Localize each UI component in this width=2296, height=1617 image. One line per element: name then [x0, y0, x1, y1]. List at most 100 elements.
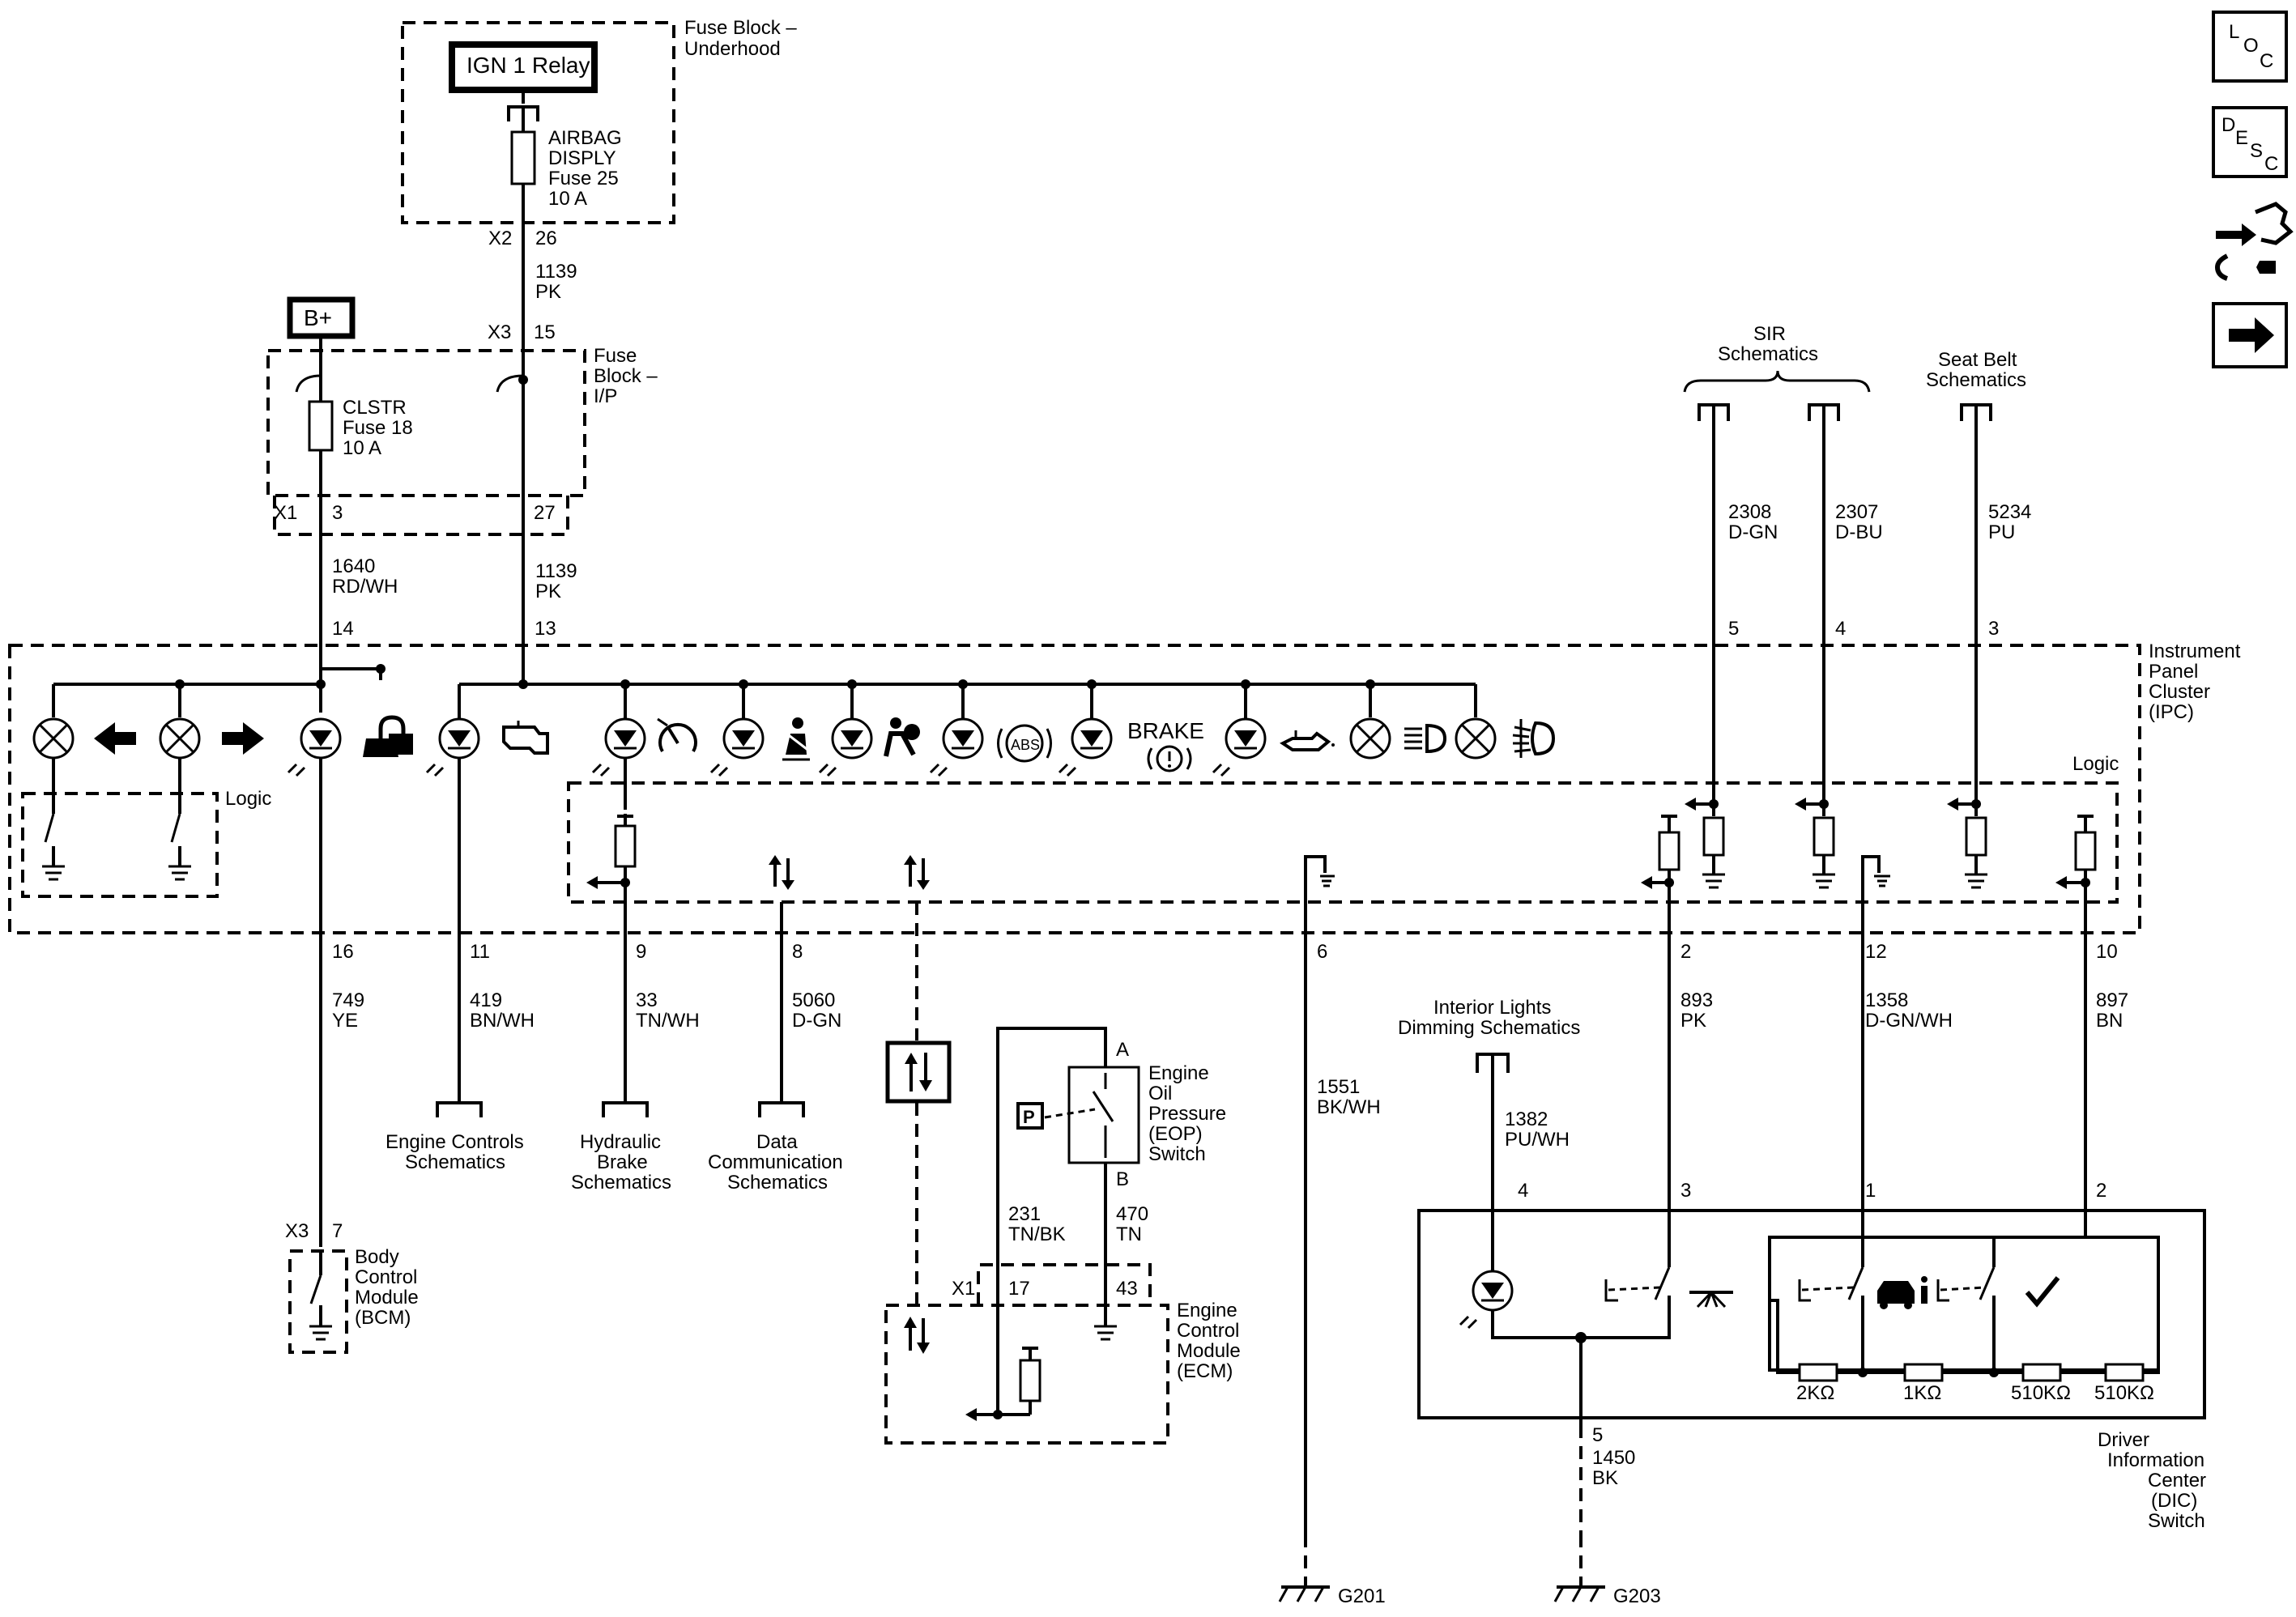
- hydraulic-brake-ref: Hydraulic Brake Schematics: [571, 1101, 671, 1194]
- wire-419-num: 419: [470, 989, 502, 1011]
- abs-label: ABS: [1011, 737, 1040, 753]
- ipc-logic-right: Logic: [2072, 753, 2119, 775]
- fuse-block-underhood-title-2: Underhood: [684, 38, 781, 60]
- ipc-pin-11: 11: [470, 941, 490, 963]
- dic-title-3: Center: [2148, 1470, 2206, 1491]
- arrow-right-icon: [2229, 317, 2274, 353]
- wire-1640-num: 1640: [332, 555, 375, 577]
- interior-lights-title-2: Dimming Schematics: [1398, 1017, 1580, 1039]
- ground-g201-label: G201: [1338, 1585, 1386, 1607]
- dic-title-5: Switch: [2148, 1510, 2205, 1532]
- high-beam-icon: [1404, 723, 1447, 754]
- wire-1382-color: PU/WH: [1505, 1129, 1570, 1151]
- data-communication-ref: Data Communication Schematics: [708, 1101, 843, 1194]
- wire-897-num: 897: [2096, 989, 2128, 1011]
- instrument-panel-cluster: Instrument Panel Cluster (IPC) 14 13 5 4…: [8, 618, 2241, 963]
- brake-label: BRAKE: [1127, 718, 1204, 743]
- dic-pin-2: 2: [2096, 1180, 2106, 1202]
- fuse-block-ip: Fuse Block – I/P X3 15 CLSTR Fuse 18 10 …: [266, 321, 658, 536]
- sir-title-2: Schematics: [1718, 343, 1818, 365]
- wire-897-color: BN: [2096, 1010, 2123, 1032]
- wire-5060-num: 5060: [792, 989, 835, 1011]
- ipc-pin-6: 6: [1317, 941, 1327, 963]
- resistor-510k-a-label: 510KΩ: [2011, 1382, 2071, 1404]
- ecm-data-link-icon: [885, 1040, 952, 1104]
- wire-893-num: 893: [1680, 989, 1713, 1011]
- select-check-icon: [2025, 1276, 2060, 1308]
- data-comm-title-2: Communication: [708, 1151, 843, 1173]
- next-page-button[interactable]: [2212, 302, 2288, 368]
- wire-470-num: 470: [1116, 1203, 1148, 1225]
- wire-5060-color: D-GN: [792, 1010, 841, 1032]
- fog-lamp-icon: [1512, 719, 1556, 758]
- hydraulic-title-3: Schematics: [571, 1172, 671, 1194]
- pressure-sensor-icon: [1016, 1102, 1044, 1130]
- ground-g201: G201: [1278, 1534, 1386, 1607]
- ipc-pin-10: 10: [2096, 941, 2118, 963]
- bcm-title-4: (BCM): [355, 1307, 411, 1329]
- desc-d: D: [2221, 114, 2235, 136]
- wire-1358-color: D-GN/WH: [1865, 1010, 1953, 1032]
- body-control-module: X3 7 Body Control Module (BCM): [285, 1220, 419, 1354]
- resistor-510k-b: [2104, 1363, 2145, 1382]
- wire-749-num: 749: [332, 989, 364, 1011]
- eop-pin-a: A: [1116, 1039, 1129, 1061]
- turn-right-arrow-icon: [222, 722, 264, 755]
- wire-1139-upper-color: PK: [535, 281, 561, 303]
- ecm-connector: X1: [952, 1278, 975, 1300]
- wire-2307-color: D-BU: [1835, 521, 1883, 543]
- clstr-fuse-18: [308, 400, 334, 452]
- dic-title-4: (DIC): [2151, 1490, 2197, 1512]
- eop-title-5: Switch: [1148, 1143, 1206, 1165]
- dic-backlight-led-icon: [1459, 1270, 1514, 1330]
- wire-5234-num: 5234: [1988, 501, 2031, 523]
- ipc-logic-left: Logic: [225, 788, 271, 810]
- eop-p-label: P: [1023, 1107, 1035, 1127]
- data-comm-title-1: Data: [756, 1131, 798, 1153]
- airbag-fuse-label-4: 10 A: [548, 188, 587, 210]
- ip-connector-x3: X3: [488, 321, 511, 343]
- wire-1640-color: RD/WH: [332, 576, 398, 598]
- engine-control-module: X1 17 43 Engine Control Module (ECM): [884, 1263, 1241, 1445]
- location-view-button[interactable]: L O C: [2212, 11, 2288, 83]
- seat-belt-title-2: Schematics: [1926, 369, 2026, 391]
- wire-33-num: 33: [636, 989, 658, 1011]
- security-lock-icon: [363, 715, 413, 757]
- engine-icon: [502, 721, 549, 755]
- ecm-pin-43: 43: [1116, 1278, 1138, 1300]
- cruise-led-icon: [591, 717, 646, 777]
- airbag-icon: [884, 717, 920, 757]
- dic-pin-1: 1: [1865, 1180, 1876, 1202]
- diagnostic-procedure-icon[interactable]: [2214, 202, 2294, 281]
- resistor-510k-b-label: 510KΩ: [2094, 1382, 2154, 1404]
- airbag-led-icon: [818, 717, 873, 777]
- abs-led-icon: [929, 717, 984, 777]
- resistor-1k-label: 1KΩ: [1903, 1382, 1941, 1404]
- oil-can-icon: [1280, 730, 1335, 751]
- description-view-button[interactable]: D E S C: [2212, 106, 2288, 178]
- wire-5234-color: PU: [1988, 521, 2015, 543]
- ipc-pin-16: 16: [332, 941, 354, 963]
- airbag-fuse-label-3: Fuse 25: [548, 168, 619, 189]
- ip-connector-x1: X1: [274, 502, 297, 524]
- resistor-1k: [1903, 1363, 1944, 1382]
- loc-c: C: [2260, 50, 2273, 72]
- ipc-title-3: Cluster: [2149, 681, 2210, 703]
- desc-s: S: [2250, 140, 2263, 162]
- fuse-block-underhood-title-1: Fuse Block –: [684, 17, 797, 39]
- vehicle-info-icon: [1877, 1276, 1928, 1309]
- ipc-title-2: Panel: [2149, 661, 2198, 683]
- loc-o: O: [2243, 35, 2259, 57]
- ign1-relay-label: IGN 1 Relay: [466, 53, 590, 78]
- brake-warning-icon: BRAKE: [1127, 718, 1204, 772]
- bcm-title-2: Control: [355, 1266, 417, 1288]
- wire-231-num: 231: [1008, 1203, 1041, 1225]
- wire-231-color: TN/BK: [1008, 1223, 1066, 1245]
- wire-2308-num: 2308: [1728, 501, 1771, 523]
- seat-belt-schematics-ref: Seat Belt Schematics 5234 PU: [1926, 349, 2031, 794]
- bcm-connector: X3: [285, 1220, 309, 1242]
- eop-title-2: Oil: [1148, 1083, 1172, 1104]
- desc-c: C: [2264, 153, 2278, 175]
- hydraulic-title-2: Brake: [597, 1151, 648, 1173]
- engine-controls-title-2: Schematics: [405, 1151, 505, 1173]
